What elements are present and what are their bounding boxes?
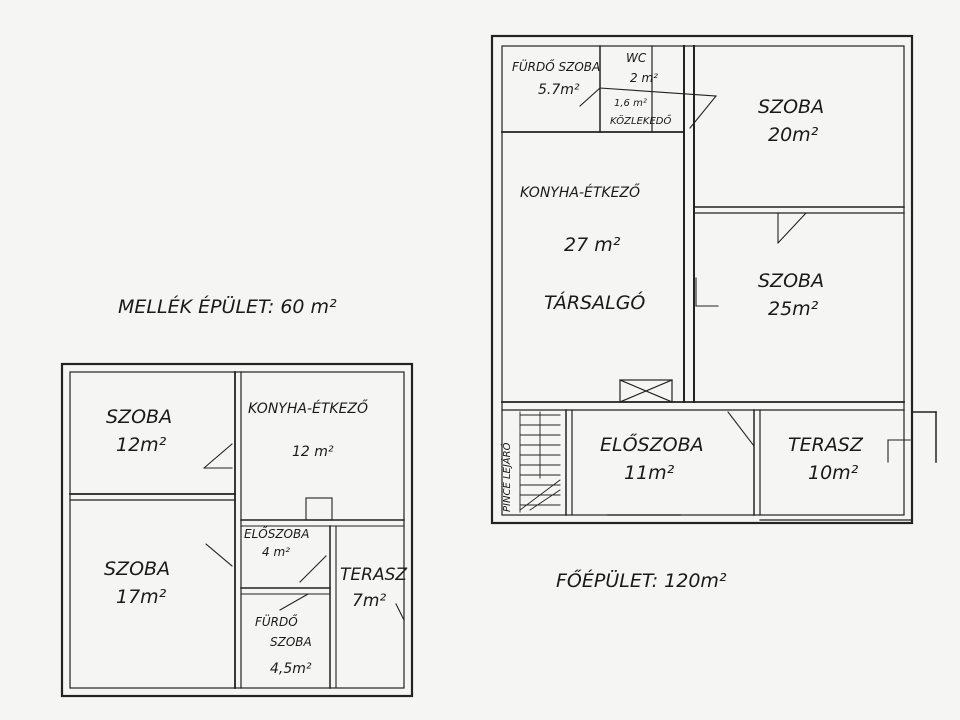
- main-cellar-stairs-label: PINCE LEJÁRÓ: [502, 442, 513, 512]
- main-wc-area: 2 m²: [630, 71, 658, 85]
- main-building-title: FŐÉPÜLET: 120m²: [556, 570, 727, 592]
- main-room25-area: 25m²: [768, 298, 819, 320]
- annex-room12-area: 12m²: [116, 434, 167, 456]
- main-corridor-area: 1,6 m²: [614, 98, 647, 109]
- annex-bathroom-name-1: FÜRDŐ: [255, 615, 298, 629]
- main-terrace-area: 10m²: [808, 462, 859, 484]
- annex-building-title: MELLÉK ÉPÜLET: 60 m²: [118, 296, 337, 318]
- annex-terrace-area: 7m²: [352, 591, 387, 611]
- annex-room12-name: SZOBA: [106, 406, 173, 428]
- main-hall-name: ELŐSZOBA: [600, 434, 704, 456]
- main-lounge-name: TÁRSALGÓ: [544, 292, 646, 314]
- main-hall-area: 11m²: [624, 462, 675, 484]
- annex-hall-area: 4 m²: [262, 545, 290, 559]
- annex-kitchen-name: KONYHA-ÉTKEZŐ: [248, 401, 369, 417]
- main-bathroom-area: 5.7m²: [538, 82, 580, 98]
- main-bathroom-name: FÜRDŐ SZOBA: [512, 60, 601, 74]
- main-corridor-name: KÖZLEKEDŐ: [610, 116, 672, 127]
- annex-room17-name: SZOBA: [104, 558, 171, 580]
- main-building-walls: [490, 34, 937, 525]
- annex-bathroom-name-2: SZOBA: [270, 635, 312, 649]
- main-room20-name: SZOBA: [758, 96, 825, 118]
- main-kitchen-name: KONYHA-ÉTKEZŐ: [520, 185, 641, 201]
- main-kitchen-area: 27 m²: [564, 234, 621, 256]
- annex-terrace-name: TERASZ: [340, 565, 408, 585]
- main-wc-name: WC: [626, 51, 647, 65]
- main-room20-area: 20m²: [768, 124, 819, 146]
- annex-room17-area: 17m²: [116, 586, 167, 608]
- annex-kitchen-area: 12 m²: [292, 444, 334, 460]
- main-terrace-name: TERASZ: [788, 434, 863, 456]
- annex-hall-name: ELŐSZOBA: [244, 527, 310, 541]
- main-room25-name: SZOBA: [758, 270, 825, 292]
- annex-bathroom-area: 4,5m²: [270, 661, 312, 677]
- annex-building-walls: [60, 362, 414, 698]
